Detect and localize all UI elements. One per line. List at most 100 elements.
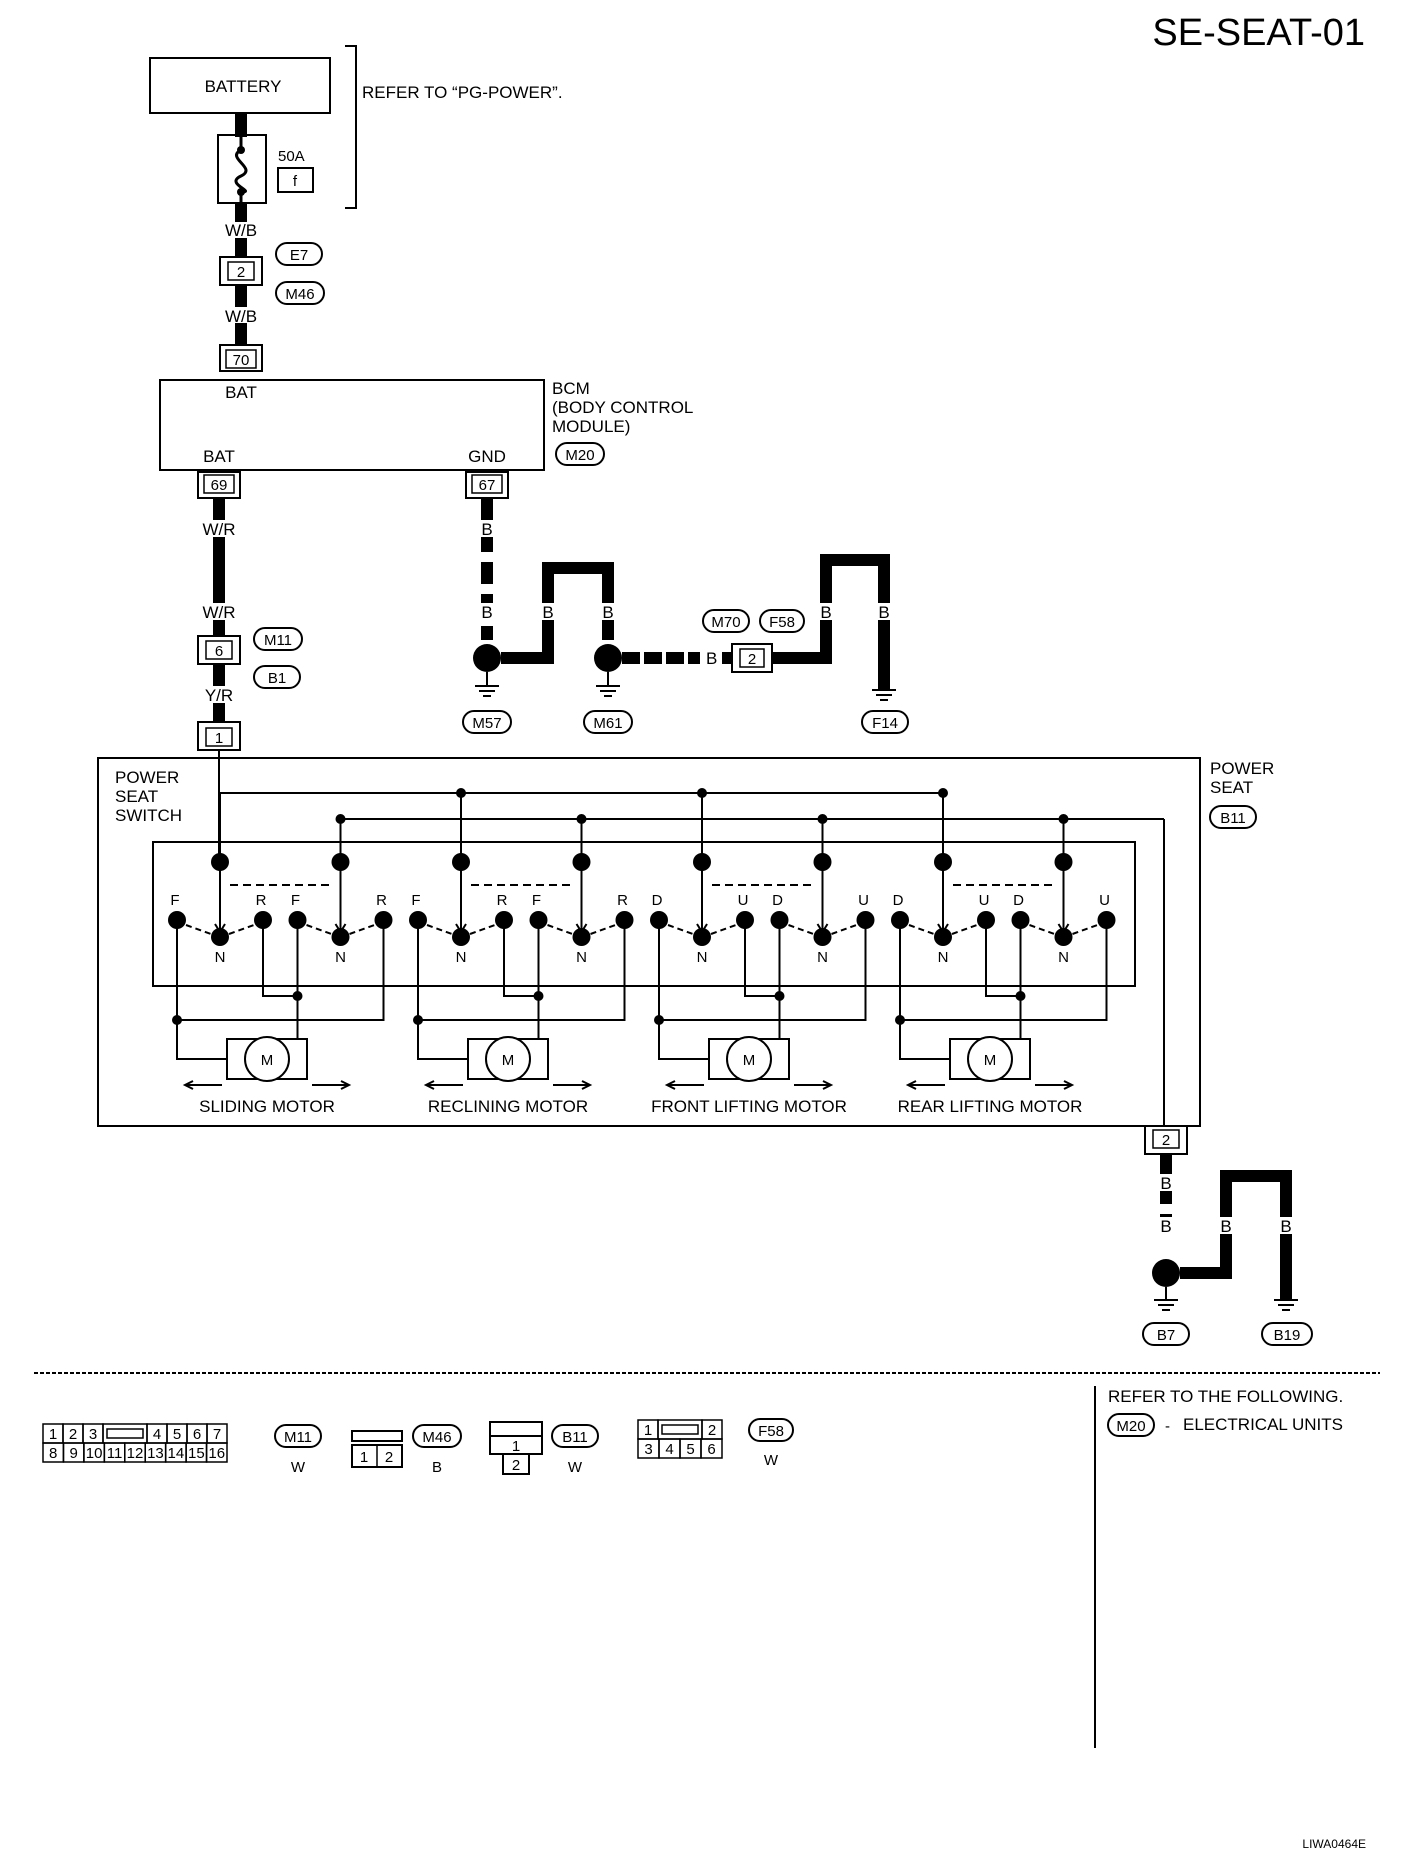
connector-tag-m70	[702, 609, 750, 633]
connector-m70-label: M70	[711, 614, 740, 631]
legend-cell	[700, 1438, 723, 1459]
contact-bridge	[831, 924, 857, 935]
ground-icon-b7	[1154, 1299, 1178, 1311]
motor-wire-a	[176, 920, 385, 1021]
legend-b11-pin-1: 1	[512, 1438, 520, 1455]
wire-label-b-11: B	[1280, 1217, 1291, 1236]
pin-6: 6	[215, 643, 223, 660]
switch-neutral-label: N	[1058, 949, 1069, 966]
switch-left-label: F	[532, 892, 541, 909]
motor-icon	[244, 1036, 290, 1082]
wire-b7-b19	[1180, 1170, 1292, 1300]
connector-tag-m46	[275, 281, 325, 305]
refer-conn: M20	[1116, 1418, 1145, 1435]
legend-m46-pin-1: 1	[360, 1449, 368, 1466]
wire-m57-m61	[501, 562, 614, 664]
contact-bridge	[788, 924, 814, 935]
connector-m20-label: M20	[565, 447, 594, 464]
switch-neutral-label: N	[456, 949, 467, 966]
contact-bridge	[1029, 924, 1055, 935]
bcm-title-1: BCM	[552, 379, 590, 398]
motor-symbol: M	[743, 1052, 756, 1069]
arrow-left-icon	[182, 1080, 222, 1090]
contact-neutral-dot	[813, 928, 832, 946]
motor-unit: M REAR LIFTING MOTOR	[895, 920, 1108, 1116]
legend-m11-pin: 5	[173, 1426, 181, 1443]
legend-m11-color: W	[291, 1459, 306, 1476]
connector-m11-label: M11	[264, 632, 292, 649]
connector-tag-f14	[861, 710, 909, 734]
switch-title-3: SWITCH	[115, 806, 182, 825]
wire-label-bg	[1157, 1217, 1175, 1234]
legend-b11-pin-2: 2	[512, 1457, 520, 1474]
legend-tag-f58	[748, 1418, 794, 1442]
motor-wire-b	[262, 920, 299, 997]
motor-label: FRONT LIFTING MOTOR	[651, 1097, 847, 1116]
wire-label-bg	[539, 603, 557, 620]
pin-box	[1152, 1129, 1180, 1149]
switch-left-label: D	[772, 892, 783, 909]
wire-label-bg	[1157, 1174, 1175, 1191]
motors: M SLIDING MOTOR M RECLINING MOTOR M FRONT LIF…	[172, 920, 1108, 1116]
wire-label-b-8: B	[1160, 1174, 1171, 1193]
motor-icon	[967, 1036, 1013, 1082]
switch-right-label: U	[979, 892, 990, 909]
arrow-right-icon	[553, 1080, 593, 1090]
motor-symbol: M	[984, 1052, 997, 1069]
motor-label: REAR LIFTING MOTOR	[898, 1097, 1083, 1116]
connector-tag-m57	[462, 710, 512, 734]
motor-unit: M RECLINING MOTOR	[413, 920, 626, 1116]
refer-tag-m20	[1107, 1413, 1155, 1437]
switch-right-label: R	[617, 892, 628, 909]
legend-m46: 1 2 M46 B	[351, 1424, 462, 1476]
arrow-left-icon	[905, 1080, 945, 1090]
legend-b11-pin2-box	[502, 1453, 530, 1475]
motor-label: RECLINING MOTOR	[428, 1097, 588, 1116]
pin-box	[203, 474, 235, 494]
fuse-rating: 50A	[278, 148, 305, 165]
legend-tag-m11	[274, 1424, 322, 1448]
motor-symbol: M	[502, 1052, 515, 1069]
connector-tag-b7	[1142, 1322, 1190, 1346]
legend-b11-key	[489, 1421, 543, 1437]
wire-label-bg	[1217, 1217, 1235, 1234]
contact-neutral-dot	[1054, 928, 1073, 946]
motor-lead-left	[417, 1020, 468, 1060]
contact-bridge	[667, 924, 694, 935]
connector-b19-label: B19	[1274, 1327, 1301, 1344]
motor-lead-left	[658, 1020, 709, 1060]
splice-b7	[1152, 1259, 1180, 1287]
battery-label: BATTERY	[205, 77, 282, 96]
bcm-title-3: MODULE)	[552, 417, 630, 436]
fuse-id-box	[277, 167, 314, 193]
contact-bridge	[951, 924, 978, 935]
wire-label-bg	[478, 603, 496, 620]
pin-2-m70: 2	[748, 651, 756, 668]
connector-b11-label: B11	[1220, 810, 1246, 827]
fuse-link-icon	[234, 137, 248, 203]
switch-right-label: U	[1099, 892, 1110, 909]
wire-label-wb-2: W/B	[225, 307, 257, 326]
switch-neutral-label: N	[817, 949, 828, 966]
motor-label: SLIDING MOTOR	[199, 1097, 335, 1116]
legend-m11-pin: 8	[49, 1445, 57, 1462]
switch-neutral-label: N	[938, 949, 949, 966]
motor-symbol: M	[261, 1052, 274, 1069]
wire-label-bg	[817, 603, 835, 620]
switch-left-label: F	[170, 892, 179, 909]
page-title: SE-SEAT-01	[1152, 12, 1365, 54]
arrow-right-icon	[794, 1080, 834, 1090]
legend-f58-color: W	[764, 1452, 779, 1469]
wire-label-bg	[226, 222, 256, 238]
figure-id: LIWA0464E	[1302, 1837, 1366, 1851]
connector-tag-b19	[1261, 1322, 1313, 1346]
legend-m11-name: M11	[284, 1429, 312, 1446]
wire-label-wr-1: W/R	[202, 520, 235, 539]
connector-tag-b11	[1209, 805, 1257, 829]
contact-bridge	[469, 924, 496, 935]
contact-bridge	[1072, 924, 1098, 935]
